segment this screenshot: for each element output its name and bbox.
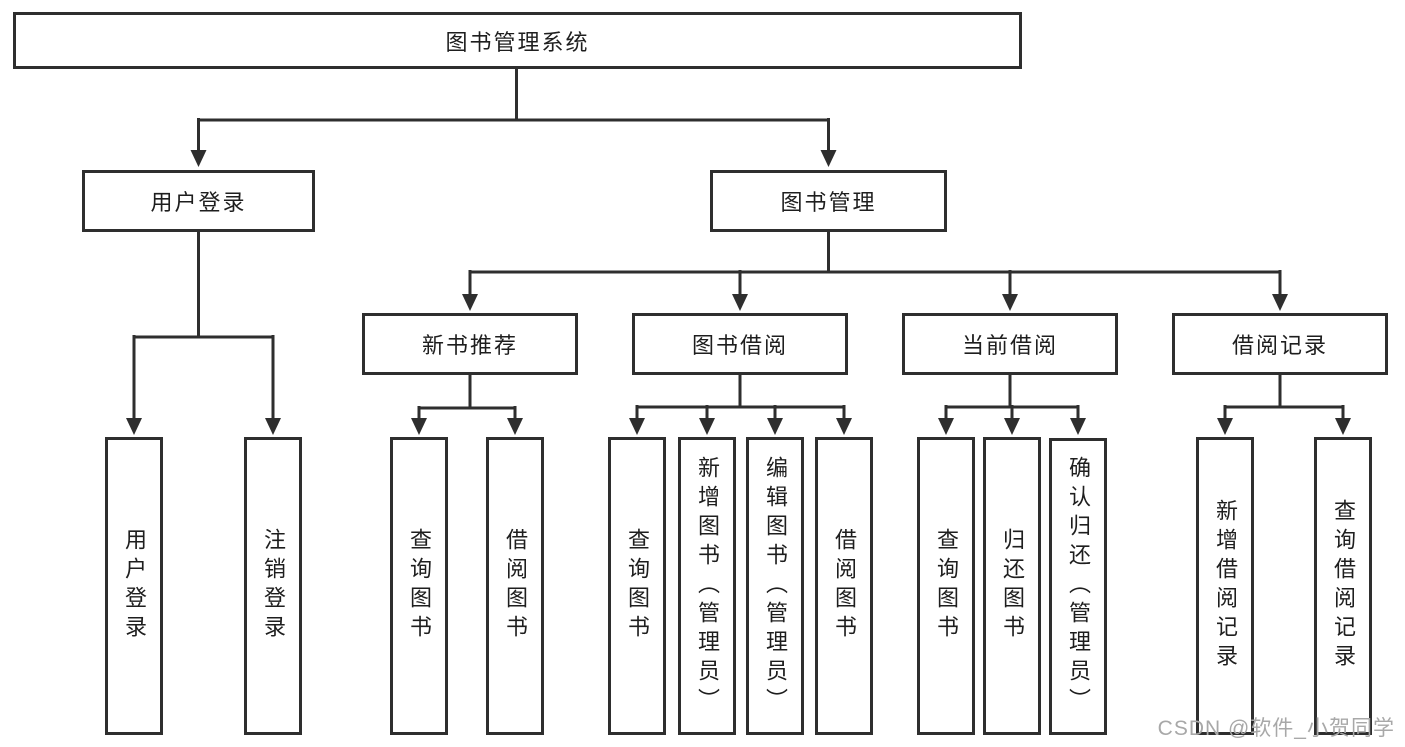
node-current-borrow-label: 当前借阅	[961, 333, 1058, 358]
connector-root-bus	[197, 69, 830, 151]
leaf-logout: 注销登录	[244, 437, 302, 735]
connector-user-login-bus	[132, 232, 275, 419]
leaf-borrow-add-label: 新增图书（管理员）	[695, 455, 720, 717]
leaf-borrow-add: 新增图书（管理员）	[678, 437, 736, 735]
node-borrow-records: 借阅记录	[1172, 313, 1388, 375]
leaf-records-add: 新增借阅记录	[1196, 437, 1254, 735]
node-new-book: 新书推荐	[362, 313, 578, 375]
leaf-borrow-book: 借阅图书	[815, 437, 873, 735]
leaf-current-query-label: 查询图书	[934, 528, 959, 644]
leaf-current-return: 归还图书	[983, 437, 1041, 735]
leaf-current-query: 查询图书	[917, 437, 975, 735]
leaf-records-query: 查询借阅记录	[1314, 437, 1372, 735]
node-book-borrow-label: 图书借阅	[691, 333, 788, 358]
leaf-borrow-book-label: 借阅图书	[832, 528, 857, 644]
leaf-newbook-query-label: 查询图书	[407, 528, 432, 644]
node-book-borrow: 图书借阅	[632, 313, 848, 375]
node-new-book-label: 新书推荐	[421, 333, 518, 358]
leaf-newbook-borrow: 借阅图书	[486, 437, 544, 735]
leaf-records-add-label: 新增借阅记录	[1213, 499, 1238, 673]
node-book-mgmt-label: 图书管理	[780, 190, 877, 215]
leaf-user-login-label: 用户登录	[122, 528, 147, 644]
node-current-borrow: 当前借阅	[902, 313, 1118, 375]
node-user-login: 用户登录	[82, 170, 315, 232]
connector-borrow-records-bus	[1223, 375, 1345, 419]
leaf-records-query-label: 查询借阅记录	[1331, 499, 1356, 673]
leaf-borrow-query-label: 查询图书	[625, 528, 650, 644]
node-user-login-label: 用户登录	[150, 190, 247, 215]
leaf-newbook-borrow-label: 借阅图书	[503, 528, 528, 644]
node-root: 图书管理系统	[13, 12, 1022, 69]
leaf-current-return-label: 归还图书	[1000, 528, 1025, 644]
leaf-current-confirm: 确认归还（管理员）	[1049, 438, 1107, 735]
connector-new-book-bus	[417, 375, 517, 419]
connector-book-borrow-bus	[635, 375, 846, 419]
leaf-user-login: 用户登录	[105, 437, 163, 735]
node-root-label: 图书管理系统	[445, 29, 590, 55]
connector-current-borrow-bus	[944, 375, 1080, 419]
leaf-borrow-edit: 编辑图书（管理员）	[746, 437, 804, 735]
leaf-current-confirm-label: 确认归还（管理员）	[1066, 456, 1091, 717]
node-borrow-records-label: 借阅记录	[1231, 333, 1328, 358]
csdn-watermark: CSDN @软件_小贺同学	[1157, 717, 1395, 740]
node-book-mgmt: 图书管理	[710, 170, 947, 232]
connector-book-mgmt-bus	[468, 232, 1282, 295]
leaf-borrow-edit-label: 编辑图书（管理员）	[763, 455, 788, 717]
leaf-logout-label: 注销登录	[261, 528, 286, 644]
leaf-borrow-query: 查询图书	[608, 437, 666, 735]
leaf-newbook-query: 查询图书	[390, 437, 448, 735]
